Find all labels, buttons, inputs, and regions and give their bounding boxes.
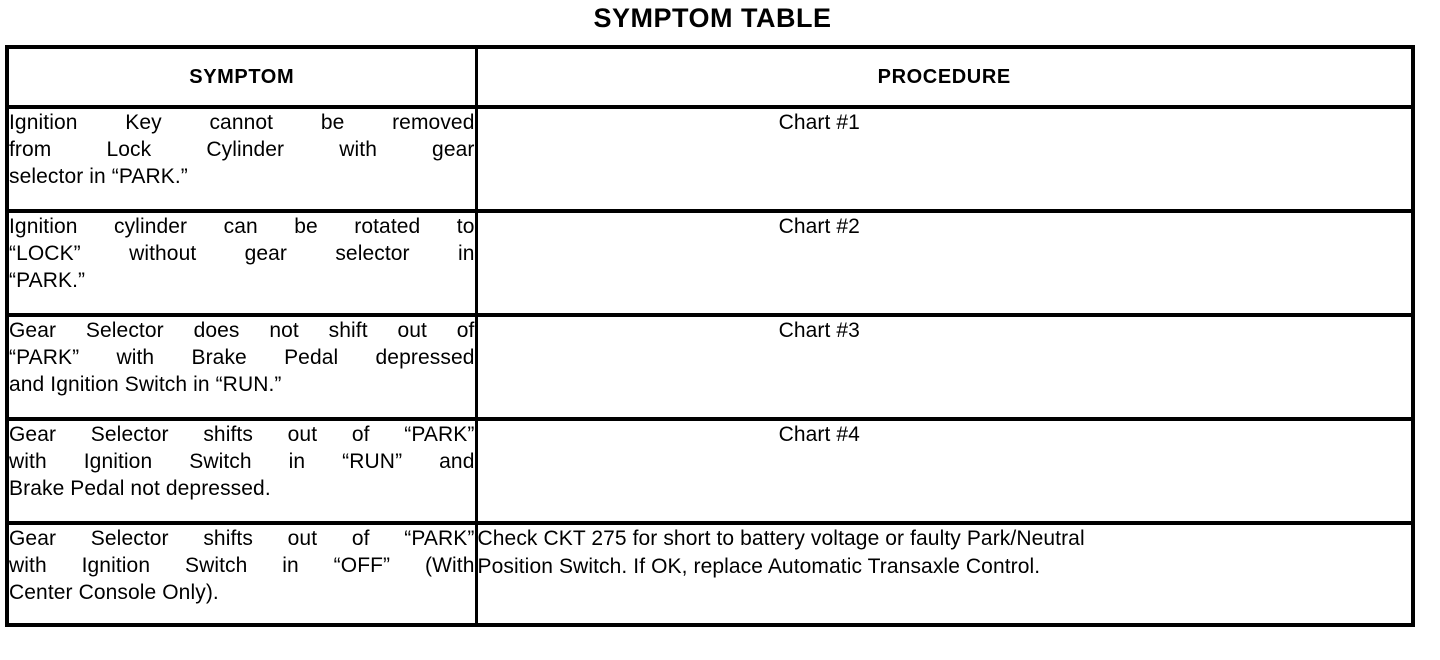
symptom-text: Ignition cylinder can be rotated to “LOC… (9, 213, 475, 294)
procedure-cell: Check CKT 275 for short to battery volta… (474, 523, 1413, 625)
symptom-line: Gear Selector shifts out of “PARK” (9, 423, 475, 446)
procedure-line: Check CKT 275 for short to battery volta… (477, 527, 1085, 550)
symptom-text: Ignition Key cannot be removed from Lock… (9, 109, 475, 190)
procedure-line: Position Switch. If OK, replace Automati… (477, 555, 1041, 578)
procedure-text: Check CKT 275 for short to battery volta… (478, 525, 1412, 581)
symptom-line: selector in “PARK.” (9, 165, 188, 188)
procedure-chart-reference: Chart #1 (778, 111, 860, 134)
symptom-line: Gear Selector does not shift out of (9, 319, 475, 342)
symptom-line: from Lock Cylinder with gear (9, 138, 475, 161)
symptom-line: with Ignition Switch in “RUN” and (9, 450, 475, 473)
procedure-chart-reference: Chart #2 (778, 215, 860, 238)
symptom-text: Gear Selector shifts out of “PARK” with … (9, 421, 475, 502)
symptom-cell: Gear Selector does not shift out of “PAR… (7, 315, 476, 421)
symptom-text: Gear Selector does not shift out of “PAR… (9, 317, 475, 398)
procedure-cell: Chart #3 (474, 315, 1413, 421)
table-row: Ignition cylinder can be rotated to “LOC… (7, 211, 1413, 317)
symptom-line: and Ignition Switch in “RUN.” (9, 373, 282, 396)
procedure-chart-reference: Chart #4 (778, 423, 860, 446)
symptom-line: Gear Selector shifts out of “PARK” (9, 527, 475, 550)
column-header-symptom: SYMPTOM (7, 47, 476, 109)
page-title: SYMPTOM TABLE (593, 3, 832, 33)
symptom-cell: Ignition Key cannot be removed from Lock… (7, 107, 476, 213)
table-row: Gear Selector does not shift out of “PAR… (7, 315, 1413, 421)
symptom-line: Ignition Key cannot be removed (9, 111, 475, 134)
symptom-line: Ignition cylinder can be rotated to (9, 215, 475, 238)
symptom-table: SYMPTOM PROCEDURE Ignition Key cannot be… (5, 45, 1415, 627)
symptom-cell: Gear Selector shifts out of “PARK” with … (7, 523, 476, 625)
procedure-chart-reference: Chart #3 (778, 319, 860, 342)
table-row: Ignition Key cannot be removed from Lock… (7, 107, 1413, 213)
symptom-line: with Ignition Switch in “OFF” (With (9, 554, 475, 577)
column-header-symptom-label: SYMPTOM (189, 66, 295, 88)
table-header-row: SYMPTOM PROCEDURE (7, 47, 1413, 109)
symptom-cell: Gear Selector shifts out of “PARK” with … (7, 419, 476, 525)
procedure-cell: Chart #4 (474, 419, 1413, 525)
column-header-procedure: PROCEDURE (474, 47, 1413, 109)
symptom-line: “LOCK” without gear selector in (9, 242, 475, 265)
symptom-line: Center Console Only). (9, 581, 219, 604)
table-row: Gear Selector shifts out of “PARK” with … (7, 419, 1413, 525)
symptom-text: Gear Selector shifts out of “PARK” with … (9, 525, 475, 606)
procedure-cell: Chart #2 (474, 211, 1413, 317)
table-row: Gear Selector shifts out of “PARK” with … (7, 523, 1413, 625)
column-header-procedure-label: PROCEDURE (877, 66, 1011, 88)
symptom-line: “PARK.” (9, 269, 86, 292)
procedure-cell: Chart #1 (474, 107, 1413, 213)
symptom-cell: Ignition cylinder can be rotated to “LOC… (7, 211, 476, 317)
symptom-line: Brake Pedal not depressed. (9, 477, 271, 500)
symptom-line: “PARK” with Brake Pedal depressed (9, 346, 475, 369)
